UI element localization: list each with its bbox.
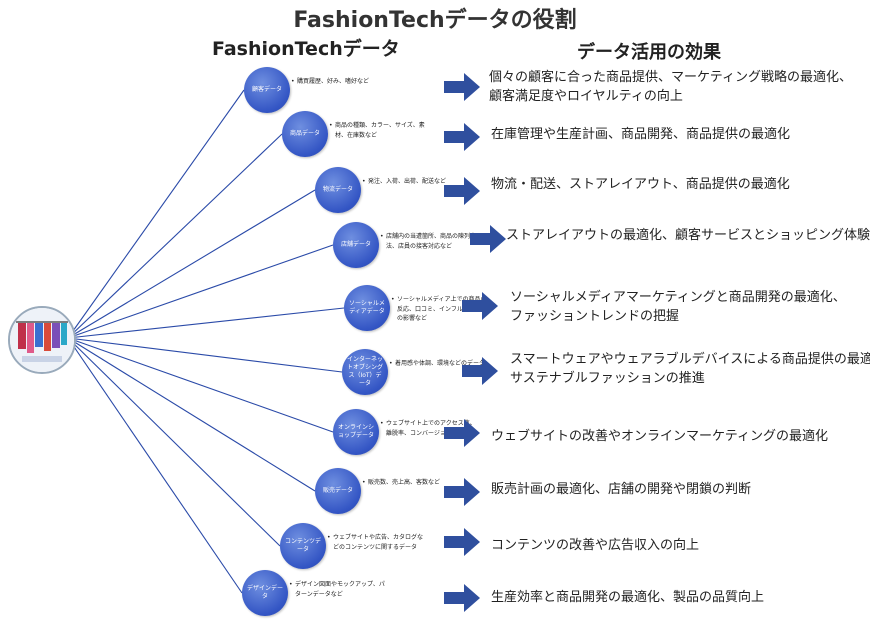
effect-line: ファッショントレンドの把握 [510, 308, 680, 324]
data-node-label: 商品データ [289, 129, 320, 137]
right-arrow-icon [444, 584, 480, 612]
effect-line: 個々の顧客に合った商品提供、マーケティング戦略の最適化、 [489, 70, 852, 85]
effect-text: 在庫管理や生産計画、商品開発、商品提供の最適化 [491, 126, 790, 145]
right-arrow-icon [444, 73, 480, 101]
data-node-label: ソーシャルメディアデータ [349, 299, 385, 315]
data-node: インターネットオブシングス（IoT）データ [342, 349, 388, 395]
connector-line [67, 337, 316, 492]
data-detail: ウェブサイトや広告、カタログなどのコンテンツに関するデータ [327, 533, 423, 552]
data-node: 物流データ [315, 167, 361, 213]
data-node: 販売データ [315, 468, 361, 514]
effect-line: 在庫管理や生産計画、商品開発、商品提供の最適化 [491, 127, 791, 142]
data-node-label: インターネットオブシングス（IoT）データ [346, 355, 383, 388]
data-node-label: 店舗データ [340, 240, 371, 248]
right-arrow-icon [470, 225, 506, 253]
right-arrow-icon [444, 528, 480, 556]
data-node-label: コンテンツデータ [284, 537, 321, 553]
effect-line: 販売計画の最適化、店舗の開発や閉鎖の判断 [491, 482, 752, 497]
effect-text: ストアレイアウトの最適化、顧客サービスとショッピング体験の向上 [506, 227, 870, 246]
data-column-heading: FashionTechデータ [212, 38, 400, 60]
right-arrow-icon [444, 123, 480, 151]
fashion-hub-image [8, 306, 76, 374]
data-node: オンラインショップデータ [333, 409, 379, 455]
effect-line: ウェブサイトの改善やオンラインマーケティングの最適化 [491, 429, 828, 444]
connector-line [67, 307, 345, 339]
data-detail: 商品の種類、カラー、サイズ、素材、在庫数など [329, 121, 425, 140]
data-node-label: オンラインショップデータ [337, 423, 374, 439]
effect-line: スマートウェアやウェアラブルデバイスによる商品提供の最適化、 [510, 352, 870, 367]
effect-text: 物流・配送、ストアレイアウト、商品提供の最適化 [491, 176, 790, 195]
connector-line [67, 337, 243, 594]
data-node: 店舗データ [333, 222, 379, 268]
effect-line: ストアレイアウトの最適化、顧客サービスとショッピング体験の向上 [506, 228, 870, 243]
effect-text: 個々の顧客に合った商品提供、マーケティング戦略の最適化、顧客満足度やロイヤルティ… [489, 69, 852, 107]
data-detail: デザイン図面やモックアップ、パターンデータなど [289, 580, 385, 599]
effects-column-heading: データ活用の効果 [577, 42, 721, 63]
effect-text: ソーシャルメディアマーケティングと商品開発の最適化、ファッショントレンドの把握 [510, 289, 846, 327]
effect-text: コンテンツの改善や広告収入の向上 [491, 537, 699, 556]
connector-line [67, 244, 334, 339]
right-arrow-icon [462, 357, 498, 385]
effect-line: 物流・配送、ストアレイアウト、商品提供の最適化 [491, 177, 790, 192]
effect-text: ウェブサイトの改善やオンラインマーケティングの最適化 [491, 428, 828, 447]
data-node: コンテンツデータ [280, 523, 326, 569]
connector-line [67, 337, 281, 547]
connector-line [67, 133, 283, 339]
effect-text: 生産効率と商品開発の最適化、製品の品質向上 [491, 589, 764, 608]
data-node-label: デザインデータ [246, 584, 283, 600]
effect-line: サステナブルファッションの推進 [510, 370, 705, 386]
data-detail: 着用感や体調、環境などのデータ [389, 359, 485, 369]
page-title: FashionTechデータの役割 [293, 8, 577, 33]
right-arrow-icon [444, 177, 480, 205]
effect-line: 顧客満足度やロイヤルティの向上 [489, 88, 683, 104]
connector-line [67, 189, 316, 339]
data-node: 顧客データ [244, 67, 290, 113]
right-arrow-icon [444, 419, 480, 447]
data-node: ソーシャルメディアデータ [344, 285, 390, 331]
connector-line [67, 89, 245, 339]
effect-text: 販売計画の最適化、店舗の開発や閉鎖の判断 [491, 481, 751, 500]
data-node-label: 販売データ [322, 486, 353, 494]
data-detail: 店舗内の当遭箇所、商品の陳列方法、店員の接客対応など [380, 232, 476, 251]
right-arrow-icon [444, 478, 480, 506]
data-node-label: 顧客データ [251, 85, 282, 93]
data-node-label: 物流データ [322, 185, 353, 193]
effect-text: スマートウェアやウェアラブルデバイスによる商品提供の最適化、サステナブルファッシ… [510, 351, 870, 389]
data-detail: ウェブサイト上でのアクセス数、離脱率、コンバージョン率など [380, 419, 476, 438]
connector-line [67, 337, 334, 433]
data-node: デザインデータ [242, 570, 288, 616]
effect-line: コンテンツの改善や広告収入の向上 [491, 538, 700, 553]
effect-line: 生産効率と商品開発の最適化、製品の品質向上 [491, 590, 765, 605]
right-arrow-icon [462, 292, 498, 320]
data-detail: 発注、入荷、出荷、配送など [362, 177, 458, 187]
data-detail: 購買履歴、好み、嗜好など [291, 77, 387, 87]
effect-line: ソーシャルメディアマーケティングと商品開発の最適化、 [510, 290, 846, 305]
connector-line [67, 337, 343, 373]
data-detail: 販売数、売上高、客数など [362, 478, 458, 488]
data-detail: ソーシャルメディア上での商品の反応、口コミ、インフルエンサーの影響など [391, 295, 487, 324]
data-node: 商品データ [282, 111, 328, 157]
